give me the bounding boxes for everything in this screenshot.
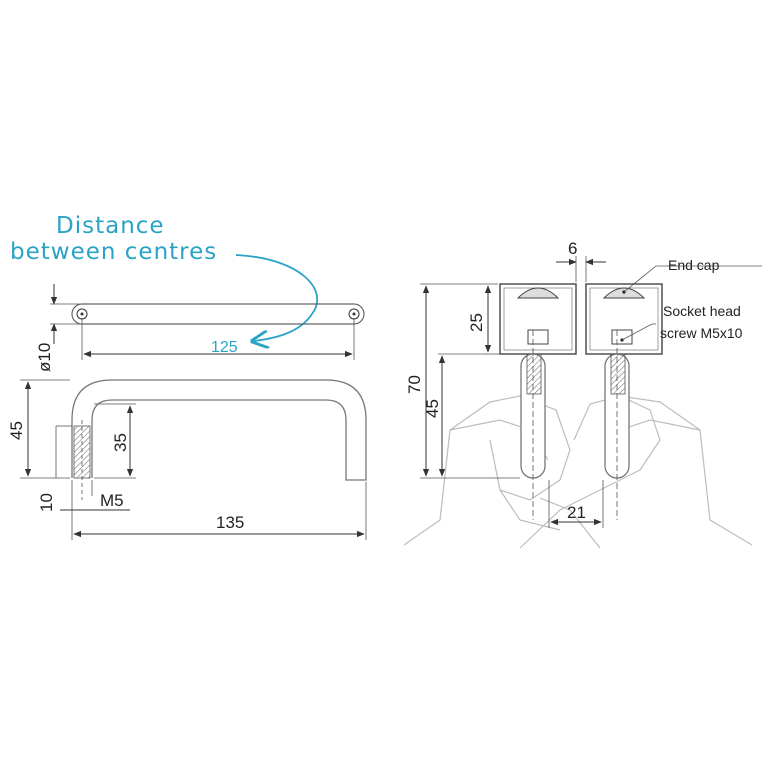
annotation-line1: Distance — [56, 213, 165, 239]
dim-height-45: 45 — [7, 421, 26, 440]
dim-base-10: 10 — [37, 493, 56, 512]
hands-illustration — [403, 395, 753, 549]
label-screw-line2: screw M5x10 — [660, 325, 743, 341]
side-view: 6 70 25 45 21 End cap Socket head screw … — [403, 239, 762, 549]
distance-annotation: Distance between centres — [10, 213, 318, 341]
end-cap-left — [516, 287, 560, 299]
annotation-arrow — [235, 254, 318, 341]
dim-depth-35: 35 — [111, 433, 130, 452]
label-screw-line1: Socket head — [663, 303, 741, 319]
dim-height-25: 25 — [467, 313, 486, 332]
top-view: 125 ø10 — [35, 284, 365, 372]
label-end-cap: End cap — [668, 257, 720, 273]
dim-centres: 125 — [211, 339, 238, 356]
dim-height-70: 70 — [405, 375, 424, 394]
front-view: 45 35 10 M5 135 — [7, 379, 367, 540]
dim-diameter: ø10 — [35, 343, 54, 372]
dim-spacing-21: 21 — [567, 503, 586, 522]
annotation-line2: between centres — [10, 239, 217, 265]
dim-gap-6: 6 — [568, 239, 577, 258]
handle-top-outline — [71, 303, 365, 325]
dim-length-135: 135 — [216, 513, 244, 532]
handle-front-outline — [71, 379, 367, 481]
dim-height-45-side: 45 — [423, 399, 442, 418]
dim-thread-m5: M5 — [100, 491, 124, 510]
